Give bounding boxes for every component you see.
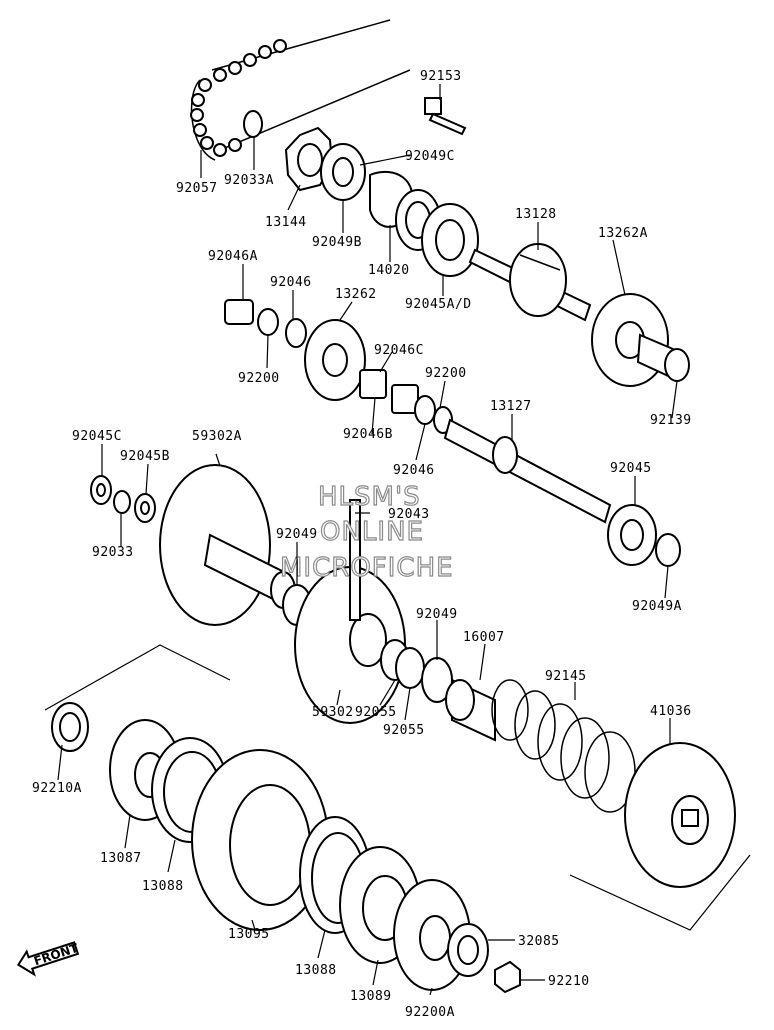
label-92033: 92033: [92, 545, 134, 560]
label-92043: 92043: [388, 507, 430, 522]
label-92033A: 92033A: [224, 173, 274, 188]
label-92046-2: 92046: [393, 463, 435, 478]
label-92049: 92049: [276, 527, 318, 542]
label-92139: 92139: [650, 413, 692, 428]
clip-92033: [113, 490, 131, 514]
label-92049B: 92049B: [312, 235, 362, 250]
svg-text:FRONT: FRONT: [32, 941, 81, 969]
bearing-92046A: [224, 299, 254, 325]
label-13088-2: 13088: [295, 963, 337, 978]
svg-text:ONLINE: ONLINE: [320, 517, 424, 547]
label-92055-b: 92055: [383, 723, 425, 738]
label-59302: 59302: [312, 705, 354, 720]
label-59302A: 59302A: [192, 429, 242, 444]
shaft-13127: [443, 418, 612, 524]
gear-13262: [304, 319, 366, 401]
part-labels: 92153 92057 92033A 13144 92049C 92049B 1…: [32, 69, 692, 1020]
ring-92046-lower: [414, 395, 436, 425]
label-92046C: 92046C: [374, 343, 424, 358]
label-92153: 92153: [420, 69, 462, 84]
shaft-13128: [468, 243, 592, 322]
spring-92145: [491, 679, 636, 813]
ring-92046: [285, 318, 307, 348]
clutch-housing-41036: [624, 742, 736, 888]
collar-16007: [445, 678, 496, 742]
bearing-92045A-D: [421, 203, 479, 277]
nut-92210A: [51, 702, 89, 752]
washer-92033A: [243, 110, 263, 138]
label-13127: 13127: [490, 399, 532, 414]
label-92200-2: 92200: [425, 366, 467, 381]
gear-13262A: [591, 293, 690, 387]
label-92049-2: 92049: [416, 607, 458, 622]
label-41036: 41036: [650, 704, 692, 719]
label-92210: 92210: [548, 974, 590, 989]
label-13089: 13089: [350, 989, 392, 1004]
bearing-92045: [607, 504, 657, 566]
front-arrow-icon: FRONT: [16, 941, 81, 977]
label-16007: 16007: [463, 630, 505, 645]
label-92049C: 92049C: [405, 149, 455, 164]
label-13262A: 13262A: [598, 226, 648, 241]
bearing-92045B: [134, 493, 156, 523]
bearing-92045C: [90, 475, 112, 505]
label-13088: 13088: [142, 879, 184, 894]
ring-92055b: [395, 647, 425, 689]
label-92045C: 92045C: [72, 429, 122, 444]
label-92145: 92145: [545, 669, 587, 684]
drum-13095: [191, 749, 329, 931]
bearing-92046C: [359, 369, 387, 399]
drive-chain: [190, 19, 411, 161]
label-92046: 92046: [270, 275, 312, 290]
label-32085: 32085: [518, 934, 560, 949]
label-92057: 92057: [176, 181, 218, 196]
label-92200: 92200: [238, 371, 280, 386]
label-13262: 13262: [335, 287, 377, 302]
collar-32085: [447, 923, 489, 977]
label-13087: 13087: [100, 851, 142, 866]
label-92055-a: 92055: [355, 705, 397, 720]
label-13095: 13095: [228, 927, 270, 942]
label-92210A: 92210A: [32, 781, 82, 796]
pin-92043: [349, 499, 361, 621]
label-14020: 14020: [368, 263, 410, 278]
nut-92210: [494, 960, 521, 994]
label-92046B: 92046B: [343, 427, 393, 442]
label-92200A: 92200A: [405, 1005, 455, 1020]
label-92049A: 92049A: [632, 599, 682, 614]
label-92045B: 92045B: [120, 449, 170, 464]
seal-92049A: [655, 533, 681, 567]
label-92045: 92045: [610, 461, 652, 476]
watermark: HLSM'S ONLINE MICROFICHE: [279, 481, 454, 583]
bolt-92153: [424, 97, 467, 136]
label-13144: 13144: [265, 215, 307, 230]
washer-92200: [257, 308, 279, 336]
label-92046A: 92046A: [208, 249, 258, 264]
svg-text:MICROFICHE: MICROFICHE: [280, 553, 454, 583]
pulley-59302A: [159, 464, 296, 626]
label-13128: 13128: [515, 207, 557, 222]
svg-text:HLSM'S: HLSM'S: [318, 482, 421, 512]
label-92045AD: 92045A/D: [405, 297, 472, 312]
leader-lines: [57, 84, 678, 996]
